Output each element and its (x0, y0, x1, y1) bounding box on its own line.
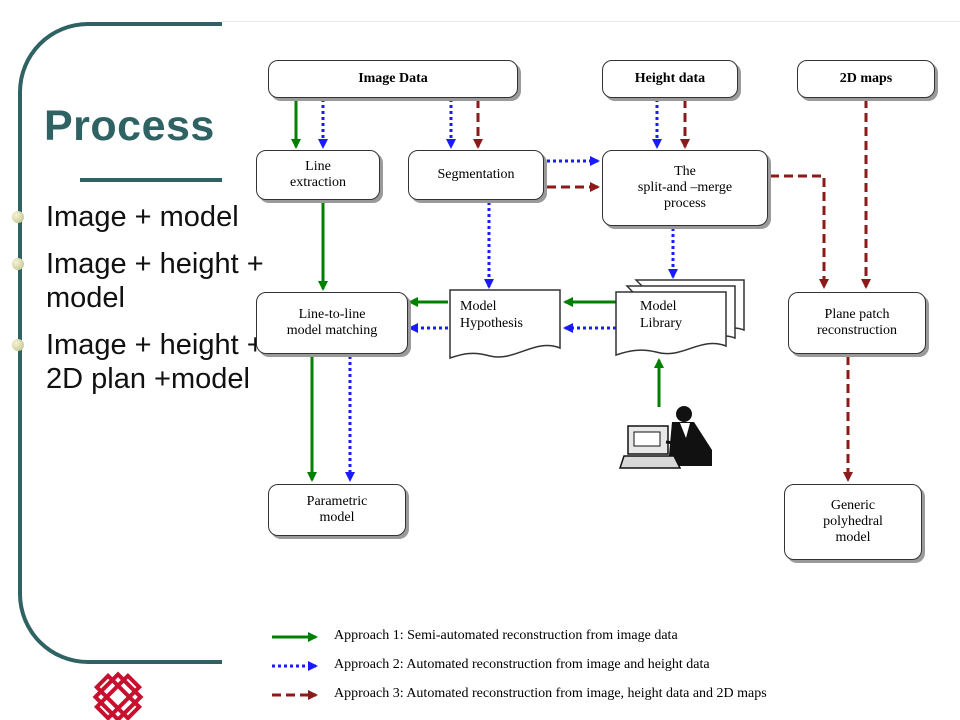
node-image-data: Image Data (268, 60, 518, 98)
node-plane-patch: Plane patch reconstruction (788, 292, 926, 354)
node-model-hypothesis: Model Hypothesis (460, 299, 523, 331)
title-underline (80, 178, 222, 182)
node-2d-maps: 2D maps (797, 60, 935, 98)
bullet-text: Image + model (46, 201, 239, 233)
top-divider (222, 21, 960, 22)
approach-2-arrows (318, 99, 678, 482)
bullet-dot-icon (12, 339, 24, 351)
bullet-dot-icon (12, 211, 24, 223)
legend-approach-3: Approach 3: Automated reconstruction fro… (334, 686, 767, 701)
arrow-split-merge-to-plane-patch (770, 174, 829, 289)
legend-approach-1: Approach 1: Semi-automated reconstructio… (334, 628, 678, 643)
bullet-item: Image + height + model (12, 247, 297, 315)
node-line-extraction: Line extraction (256, 150, 380, 200)
node-split-merge: The split-and –merge process (602, 150, 768, 226)
model-hypothesis-shape (449, 289, 561, 360)
approach-3-arrows (473, 99, 871, 482)
node-generic-model: Generic polyhedral model (784, 484, 922, 560)
bullet-text: Image + height + 2D plan +model (46, 329, 264, 395)
bullet-list: Image + model Image + height + model Ima… (12, 200, 297, 409)
bullet-item: Image + model (12, 200, 297, 234)
node-model-library: Model Library (640, 299, 682, 331)
legend-approach-2: Approach 2: Automated reconstruction fro… (334, 657, 710, 672)
node-parametric-model: Parametric model (268, 484, 406, 536)
node-segmentation: Segmentation (408, 150, 544, 200)
bullet-item: Image + height + 2D plan +model (12, 328, 297, 396)
bullet-dot-icon (12, 258, 24, 270)
university-logo-icon (92, 671, 144, 720)
node-height-data: Height data (602, 60, 738, 98)
legend-swatches (272, 632, 318, 700)
slide-title: Process (44, 102, 215, 150)
bullet-text: Image + height + model (46, 248, 264, 314)
approach-1-arrows (291, 99, 664, 482)
node-line-matching: Line-to-line model matching (256, 292, 408, 354)
model-library-shape (615, 279, 745, 357)
person-at-computer-icon (618, 406, 712, 469)
